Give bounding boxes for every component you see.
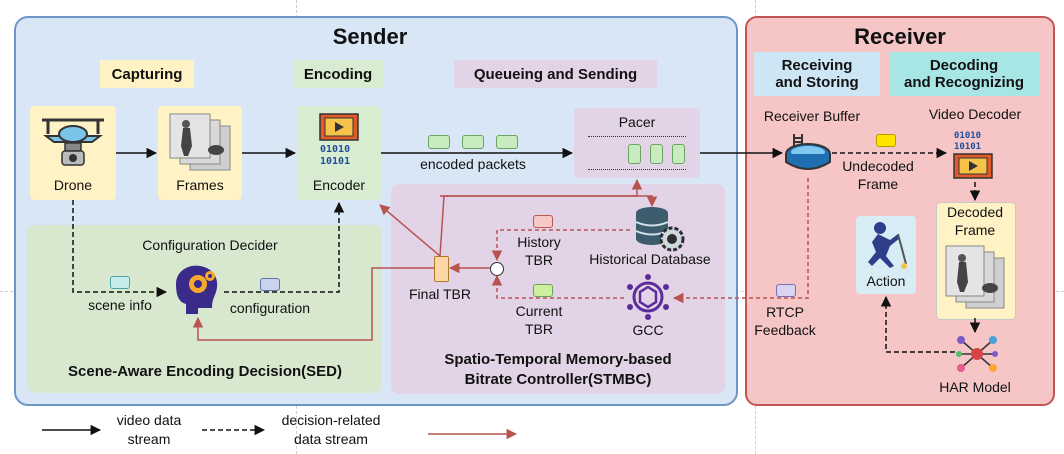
packet [628, 144, 641, 164]
buffer-pool-icon [785, 134, 831, 170]
configuration-packet [260, 278, 280, 291]
packet [462, 135, 484, 149]
stage-decoding-line-2: and Recognizing [904, 74, 1024, 91]
decoded-label-1: Decoded [946, 204, 1004, 220]
undecoded-label-2: Frame [857, 176, 899, 192]
action-label: Action [866, 273, 906, 289]
stmbc-title-2: Bitrate Controller(STMBC) [464, 371, 652, 388]
rtcp-packet [776, 284, 796, 297]
pacer-label: Pacer [618, 114, 656, 130]
sed-title: Scene-Aware Encoding Decision(SED) [68, 363, 342, 380]
svg-text:10101: 10101 [954, 142, 981, 152]
scene-info-label: scene info [88, 297, 152, 313]
brain-gear-icon [176, 265, 218, 314]
pacer-divider [588, 136, 686, 137]
svg-text:01010: 01010 [954, 131, 981, 141]
packet [428, 135, 450, 149]
historical-db-label: Historical Database [589, 251, 711, 267]
video-decoder-icon: 01010 10101 [953, 131, 993, 179]
svg-text:01010: 01010 [320, 144, 350, 155]
stage-receiving-line-2: and Storing [775, 74, 859, 91]
current-tbr-label-2: TBR [525, 321, 553, 337]
video-decoder-label: Video Decoder [928, 106, 1022, 122]
legend-video-label-1: video data [116, 412, 182, 428]
final-tbr-label: Final TBR [409, 286, 471, 302]
pacer-box [574, 108, 700, 178]
receiver-buffer-label: Receiver Buffer [763, 108, 861, 124]
legend-video-label-2: stream [127, 431, 171, 447]
frames-label: Frames [176, 177, 224, 193]
database-gear-icon [635, 207, 685, 252]
packet [650, 144, 663, 164]
stmbc-panel [391, 184, 725, 394]
sed-panel [27, 225, 382, 393]
legend-decision-label-1: decision-related [281, 412, 381, 428]
sender-title: Sender [332, 24, 408, 49]
stage-decoding: Decoding and Recognizing [889, 52, 1039, 96]
stage-receiving-line-1: Receiving [781, 57, 853, 74]
stage-capturing: Capturing [100, 60, 194, 88]
current-tbr-packet [533, 284, 553, 297]
drone-label: Drone [53, 177, 93, 193]
history-tbr-label-1: History [517, 234, 561, 250]
history-tbr-packet [533, 215, 553, 228]
stmbc-title-1: Spatio-Temporal Memory-based [444, 351, 672, 368]
scene-info-packet [110, 276, 130, 289]
rtcp-label-1: RTCP [766, 304, 804, 320]
final-tbr-block [434, 256, 449, 282]
stage-queueing: Queueing and Sending [454, 60, 657, 88]
stage-decoding-line-1: Decoding [929, 57, 999, 74]
packet [672, 144, 685, 164]
undecoded-label-1: Undecoded [842, 158, 914, 174]
gcc-icon [627, 274, 669, 320]
config-decider-label: Configuration Decider [142, 237, 278, 253]
configuration-label: configuration [229, 300, 311, 316]
drone-icon [42, 118, 104, 166]
undecoded-frame-packet [876, 134, 896, 147]
frames-icon [169, 113, 231, 171]
encoder-icon: 01010 10101 [319, 113, 359, 167]
packet [496, 135, 518, 149]
svg-text:10101: 10101 [320, 156, 350, 167]
receiver-title: Receiver [854, 24, 946, 49]
gcc-label: GCC [632, 322, 664, 338]
har-model-label: HAR Model [939, 379, 1011, 395]
pacer-divider [588, 169, 686, 170]
rtcp-label-2: Feedback [754, 322, 816, 338]
action-icon [868, 222, 907, 269]
decoded-frames-icon [945, 245, 1005, 309]
decoded-label-2: Frame [954, 222, 996, 238]
stage-encoding: Encoding [293, 60, 383, 88]
legend-decision-label-2: data stream [294, 431, 368, 447]
history-tbr-label-2: TBR [525, 252, 553, 268]
current-tbr-label-1: Current [515, 303, 563, 319]
encoder-label: Encoder [312, 177, 366, 193]
har-model-icon [956, 336, 998, 372]
stage-receiving: Receiving and Storing [754, 52, 880, 96]
encoded-packets-label: encoded packets [420, 156, 526, 172]
